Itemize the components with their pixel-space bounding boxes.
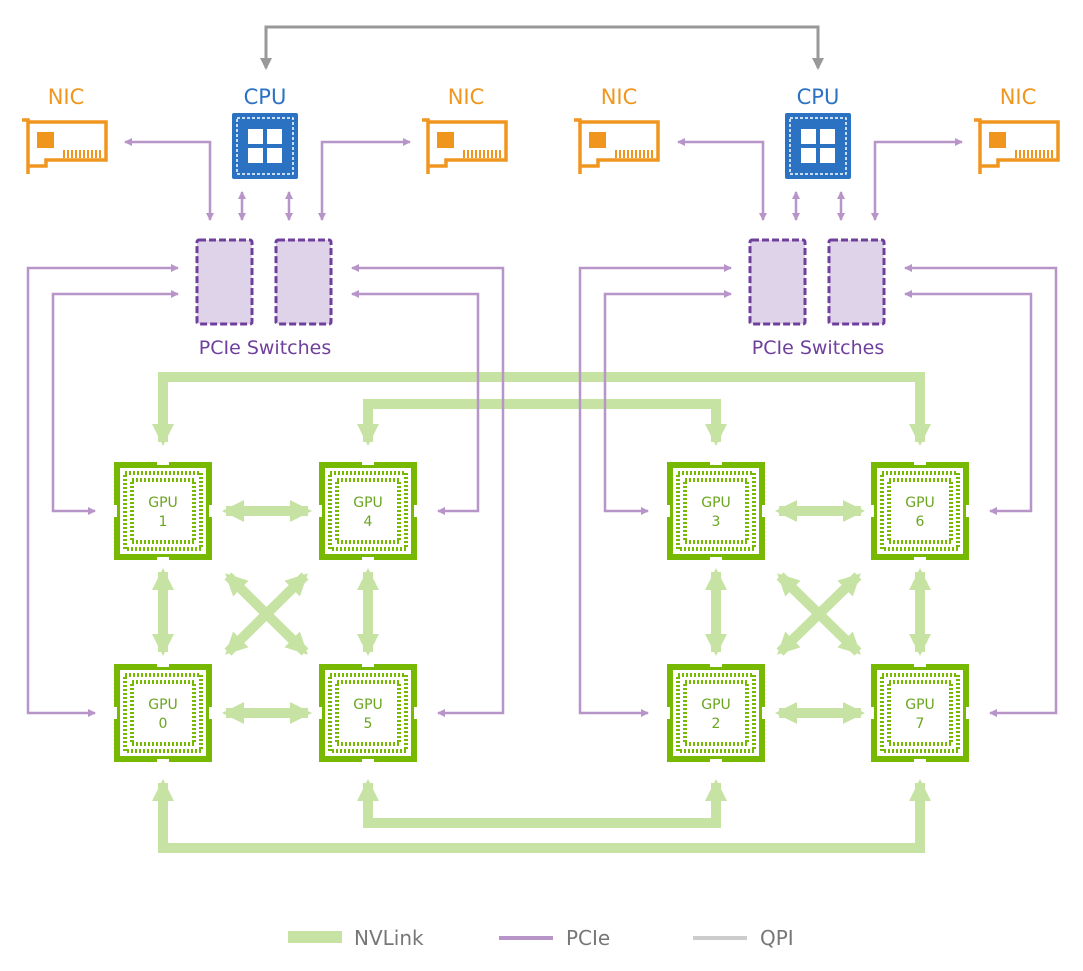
network-card-icon	[422, 118, 508, 174]
nic-label: NIC	[48, 85, 85, 109]
network-card-icon	[574, 118, 660, 174]
nvlink-links	[152, 372, 931, 853]
gpu-chip-icon: GPU 2	[667, 664, 765, 762]
pcie-switch-icon	[274, 238, 333, 326]
nic-label: NIC	[1000, 85, 1037, 109]
legend: NVLink PCIe QPI	[288, 926, 794, 950]
gpu-label: GPU	[701, 495, 731, 511]
pcie-switches-label: PCIe Switches	[752, 337, 884, 359]
gpu-label: GPU	[905, 697, 935, 713]
pcie-switches-right	[748, 238, 886, 326]
gpu-chip-icon: GPU 5	[319, 664, 417, 762]
gpu-chip-icon: GPU 6	[871, 462, 969, 560]
gpu-label: GPU	[353, 697, 383, 713]
nic-label: NIC	[448, 85, 485, 109]
network-card-icon	[974, 118, 1060, 174]
legend-nvlink-label: NVLink	[354, 926, 424, 950]
pcie-switches-left	[195, 238, 333, 326]
gpu-label: GPU	[148, 697, 178, 713]
gpu-number: 3	[712, 514, 721, 530]
gpu-chip-icon: GPU 0	[114, 664, 212, 762]
gpu-number: 4	[364, 514, 373, 530]
gpu-number: 5	[364, 716, 373, 732]
gpu-number: 6	[916, 514, 925, 530]
pcie-switch-icon	[827, 238, 886, 326]
gpu-label: GPU	[353, 495, 383, 511]
qpi-link	[260, 25, 824, 70]
cpu-chip-icon	[785, 113, 851, 179]
legend-qpi-label: QPI	[760, 926, 794, 950]
gpu-chip-icon: GPU 3	[667, 462, 765, 560]
gpu-number: 2	[712, 716, 721, 732]
gpu-number: 7	[916, 716, 925, 732]
gpu-label: GPU	[701, 697, 731, 713]
pcie-switches-label: PCIe Switches	[199, 337, 331, 359]
gpu-label: GPU	[905, 495, 935, 511]
gpu-number: 0	[159, 716, 168, 732]
network-card-icon	[22, 118, 108, 174]
gpu-chip-icon: GPU 4	[319, 462, 417, 560]
gpu-label: GPU	[148, 495, 178, 511]
pcie-switch-icon	[195, 238, 254, 326]
cpu-chip-icon	[232, 113, 298, 179]
nic-label: NIC	[601, 85, 638, 109]
gpu-chip-icon: GPU 7	[871, 664, 969, 762]
gpu-number: 1	[159, 514, 168, 530]
gpu-chip-icon: GPU 1	[114, 462, 212, 560]
legend-pcie-label: PCIe	[566, 926, 610, 950]
pcie-switch-icon	[748, 238, 807, 326]
pcie-links	[26, 138, 1058, 717]
cpu-label: CPU	[244, 85, 287, 109]
cpu-label: CPU	[797, 85, 840, 109]
